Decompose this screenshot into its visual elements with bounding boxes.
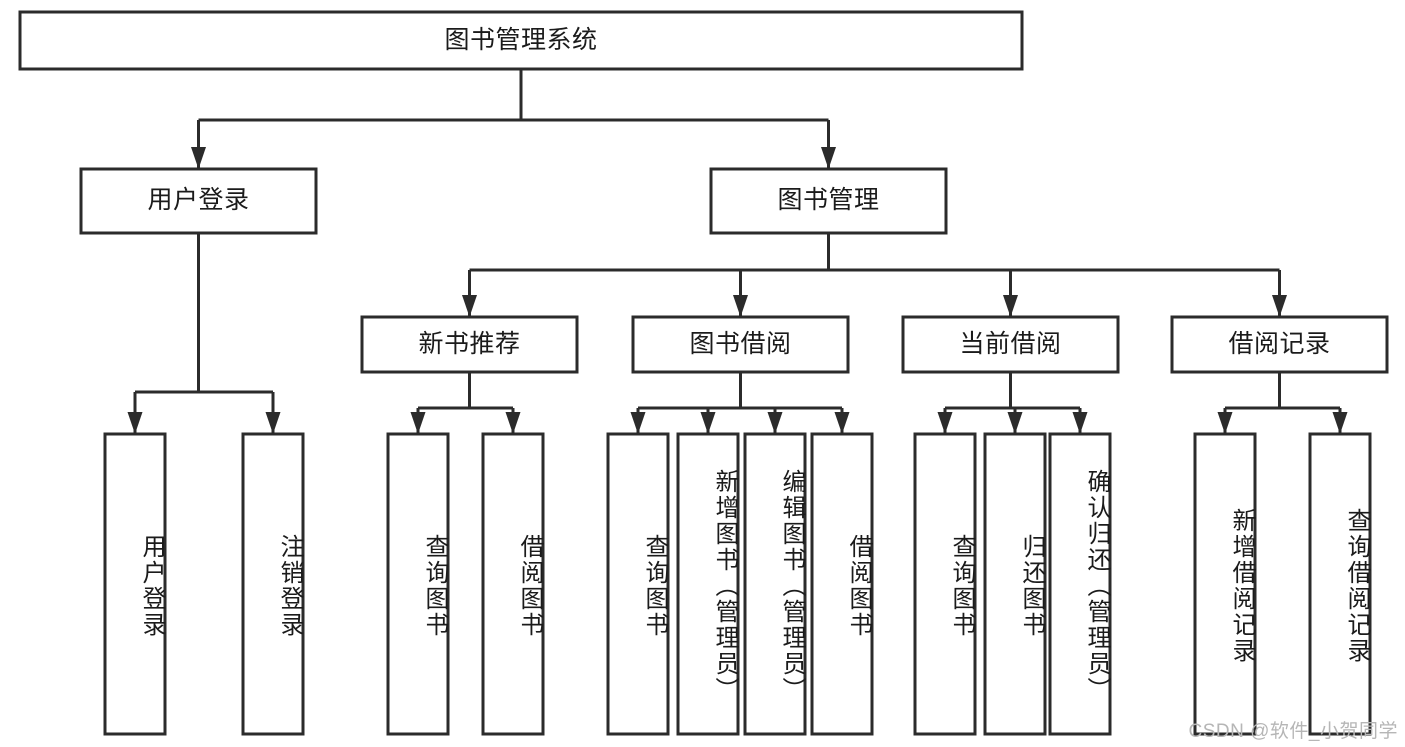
node-box-level2-0[interactable] xyxy=(79,167,318,235)
node-box-leaves-2[interactable] xyxy=(386,432,450,736)
node-box-level3-2[interactable] xyxy=(901,315,1120,374)
edge-book-mgmt-arrow-1 xyxy=(733,295,748,317)
edge-root-arrow-0 xyxy=(191,147,206,169)
node-box-level3-1[interactable] xyxy=(631,315,850,374)
edge-book-mgmt-arrow-3 xyxy=(1272,295,1287,317)
edge-root-arrow-1 xyxy=(821,147,836,169)
node-box-leaves-6[interactable] xyxy=(743,432,807,736)
edge-l3-1-arrow-3 xyxy=(834,412,850,434)
node-box-level2-1[interactable] xyxy=(709,167,948,235)
edge-l3-3-arrow-0 xyxy=(1217,412,1233,434)
node-box-leaves-11[interactable] xyxy=(1193,432,1257,736)
edge-book-mgmt-arrow-2 xyxy=(1003,295,1018,317)
edge-l3-2-arrow-0 xyxy=(937,412,953,434)
node-box-root-0[interactable] xyxy=(18,10,1024,71)
edge-l3-1-arrow-0 xyxy=(630,412,646,434)
node-box-leaves-0[interactable] xyxy=(103,432,167,736)
edge-connectors-layer xyxy=(127,69,1348,434)
edge-l3-0-arrow-1 xyxy=(505,412,521,434)
node-box-leaves-4[interactable] xyxy=(606,432,670,736)
node-box-leaves-12[interactable] xyxy=(1308,432,1372,736)
edge-l3-2-arrow-1 xyxy=(1007,412,1023,434)
edge-l3-1-arrow-2 xyxy=(767,412,783,434)
edge-user-login-arrow-1 xyxy=(265,412,281,434)
node-box-leaves-7[interactable] xyxy=(810,432,874,736)
node-box-leaves-10[interactable] xyxy=(1048,432,1112,736)
edge-book-mgmt-arrow-0 xyxy=(462,295,477,317)
edge-l3-1-arrow-1 xyxy=(700,412,716,434)
watermark-text: CSDN @软件_小贺同学 xyxy=(1188,721,1398,742)
node-box-leaves-5[interactable] xyxy=(676,432,740,736)
edge-l3-3-arrow-1 xyxy=(1332,412,1348,434)
edge-l3-0-arrow-0 xyxy=(410,412,426,434)
node-box-leaves-9[interactable] xyxy=(983,432,1047,736)
node-box-level3-3[interactable] xyxy=(1170,315,1389,374)
edge-l3-2-arrow-2 xyxy=(1072,412,1088,434)
node-box-leaves-8[interactable] xyxy=(913,432,977,736)
node-box-leaves-1[interactable] xyxy=(241,432,305,736)
node-boxes-layer xyxy=(18,10,1389,736)
edge-user-login-arrow-0 xyxy=(127,412,143,434)
node-box-leaves-3[interactable] xyxy=(481,432,545,736)
node-box-level3-0[interactable] xyxy=(360,315,579,374)
